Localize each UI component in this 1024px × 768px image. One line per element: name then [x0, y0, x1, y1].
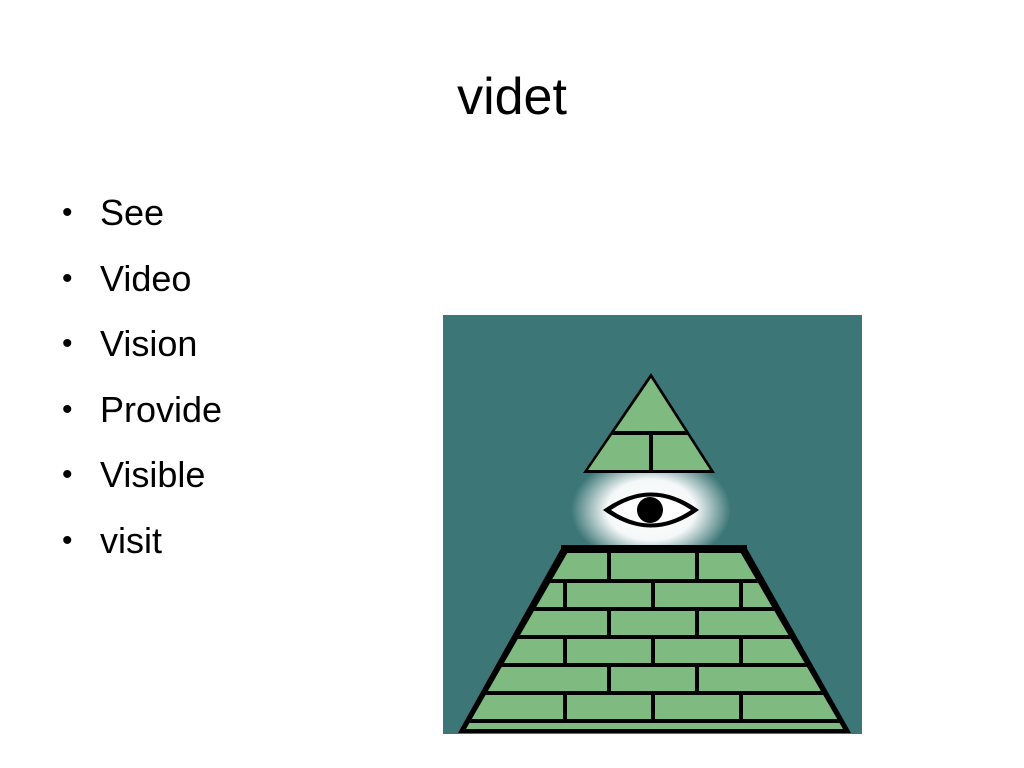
bullet-dot: • — [62, 523, 73, 557]
bullet-list: • See • Video • Vision • Provide • Visib… — [60, 188, 222, 581]
bullet-dot: • — [62, 458, 73, 491]
bullet-dot: • — [62, 261, 73, 295]
bullet-dot: • — [62, 327, 73, 360]
bullet-text: See — [100, 192, 165, 233]
bullet-text: Visible — [100, 454, 206, 495]
bullet-item: • See — [60, 188, 222, 254]
bullet-text: Vision — [100, 323, 198, 364]
bullet-dot: • — [62, 196, 73, 229]
bullet-item: • visit — [60, 516, 222, 582]
bullet-item: • Provide — [60, 385, 222, 451]
bullet-text: visit — [100, 519, 162, 561]
bullet-item: • Video — [60, 254, 222, 320]
bullet-item: • Vision — [60, 319, 222, 385]
slide-title: videt — [457, 68, 567, 126]
bullet-text: Video — [100, 257, 192, 299]
bullet-item: • Visible — [60, 450, 222, 516]
bullet-text: Provide — [100, 388, 223, 430]
eye-icon — [603, 492, 699, 528]
pyramid-illustration — [443, 315, 862, 734]
bullet-dot: • — [62, 392, 73, 426]
eye-of-providence-pyramid-icon — [443, 315, 862, 734]
